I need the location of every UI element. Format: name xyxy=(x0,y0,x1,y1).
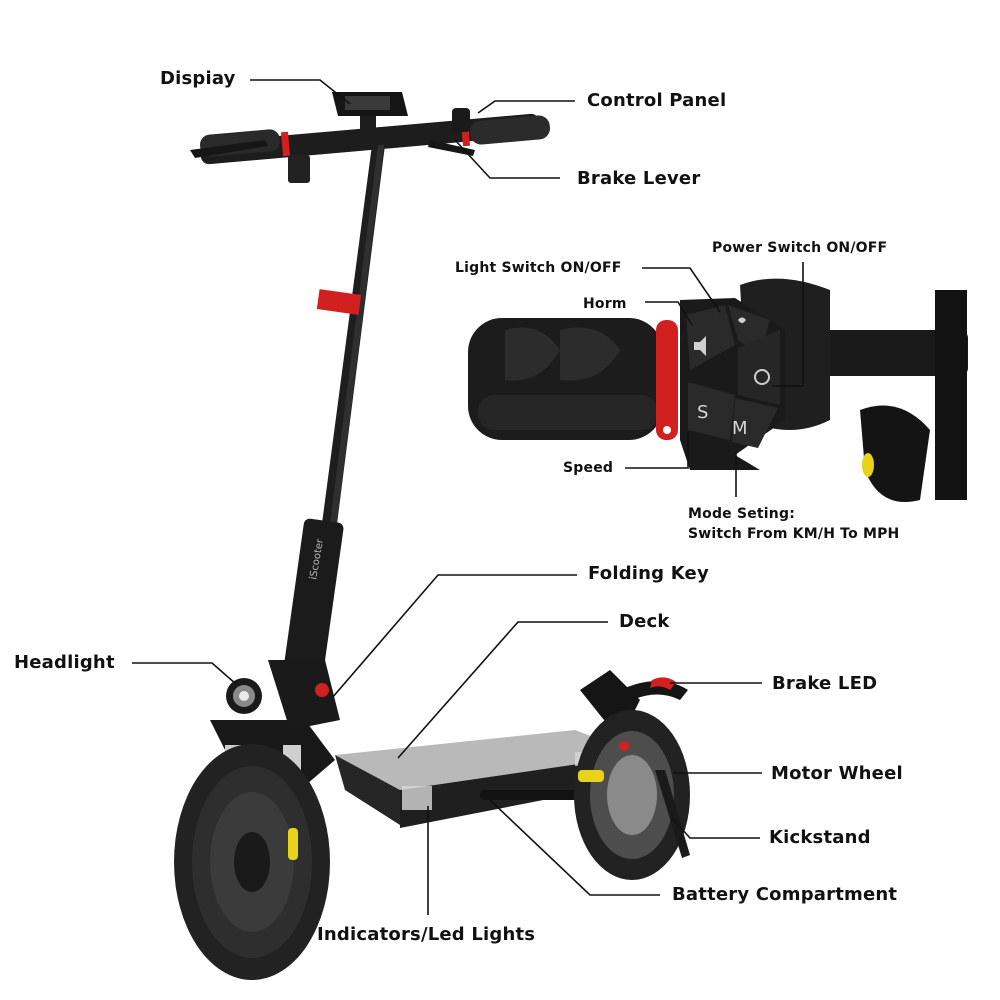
label-battery-compartment: Battery Compartment xyxy=(672,884,898,905)
leader-kickstand xyxy=(671,817,760,839)
red-clamp xyxy=(656,320,678,440)
leader-display xyxy=(250,79,351,105)
label-brake-led: Brake LED xyxy=(772,673,878,694)
speed-letter: S xyxy=(697,402,708,423)
power-icon xyxy=(754,369,770,385)
label-control-panel: Control Panel xyxy=(587,90,727,111)
leader-battery xyxy=(489,799,660,896)
leader-deck xyxy=(397,621,608,759)
kickstand xyxy=(655,770,690,858)
battery-compartment xyxy=(480,790,590,800)
leader-speed xyxy=(625,432,689,469)
label-horn: Horm xyxy=(583,296,627,312)
label-kickstand: Kickstand xyxy=(769,827,871,848)
brake-led xyxy=(650,677,676,690)
control-inset: S M xyxy=(468,278,968,502)
control-panel xyxy=(452,108,470,132)
label-power-switch: Power Switch ON/OFF xyxy=(712,240,888,256)
rear-reflector xyxy=(578,770,604,782)
front-indicator xyxy=(402,786,432,810)
mode-letter: M xyxy=(732,418,748,439)
horn-icon xyxy=(694,336,706,356)
label-headlight: Headlight xyxy=(14,652,115,673)
label-mode-setting: Mode Seting: Switch From KM/H To MPH xyxy=(688,506,900,542)
label-indicators: Indicators/Led Lights xyxy=(317,924,536,945)
leader-light-switch xyxy=(642,267,721,313)
label-deck: Deck xyxy=(619,611,670,632)
speed-button xyxy=(688,382,735,440)
stem: iScooter xyxy=(284,145,385,690)
leader-lines xyxy=(132,79,804,915)
power-button xyxy=(738,330,780,405)
label-speed: Speed xyxy=(563,460,614,476)
leader-power-switch xyxy=(772,262,804,387)
label-folding-key: Folding Key xyxy=(588,563,709,584)
mode-button xyxy=(732,398,778,448)
leader-folding-key xyxy=(331,574,577,699)
label-motor-wheel: Motor Wheel xyxy=(771,763,903,784)
label-brake-lever: Brake Lever xyxy=(577,168,701,189)
headlight xyxy=(226,678,262,714)
front-wheel xyxy=(174,744,330,980)
rear-assembly xyxy=(574,670,690,880)
leader-brake-lever xyxy=(454,139,560,179)
leader-headlight xyxy=(132,662,237,685)
leader-horn xyxy=(645,301,693,326)
horn-button xyxy=(686,305,735,370)
leader-control-panel xyxy=(477,100,575,114)
front-reflector xyxy=(288,828,298,860)
label-display: Dispiay xyxy=(160,68,236,89)
label-light-switch: Light Switch ON/OFF xyxy=(455,260,622,276)
display xyxy=(332,92,408,134)
light-icon xyxy=(738,317,746,323)
